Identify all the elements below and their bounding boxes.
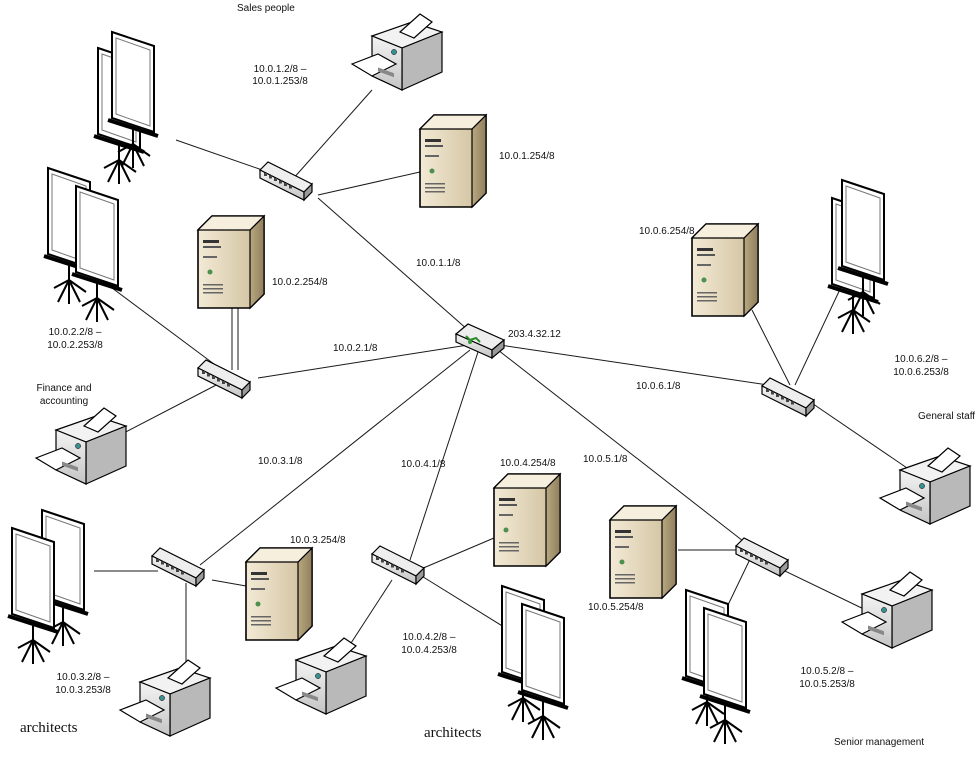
general-group-label: General staff: [918, 411, 976, 422]
architects2-group-label: architects: [424, 725, 482, 741]
sales-range-end: 10.0.1.253/8: [252, 76, 308, 87]
sales-gateway: 10.0.1.1/8: [416, 258, 461, 269]
general-gateway: 10.0.6.1/8: [636, 381, 681, 392]
architects1-group-label: architects: [20, 720, 78, 736]
architects2-server: [493, 473, 561, 567]
architects2-printer: [275, 637, 367, 715]
sales-server-ip: 10.0.1.254/8: [499, 151, 555, 162]
sales-screen-front: [106, 30, 160, 170]
architects1-screen-front: [6, 526, 60, 666]
finance-server: [197, 215, 265, 309]
architects2-range-end: 10.0.4.253/8: [401, 645, 457, 656]
senior-server: [609, 505, 677, 599]
senior-gateway: 10.0.5.1/8: [583, 454, 628, 465]
architects1-range-start: 10.0.3.2/8 –: [56, 672, 110, 683]
architects1-server-ip: 10.0.3.254/8: [290, 535, 346, 546]
senior-group-label: Senior management: [834, 737, 925, 748]
sales-printer: [351, 13, 443, 91]
central-router: [455, 323, 505, 359]
sales-switch: [259, 161, 313, 201]
sales-range-start: 10.0.1.2/8 –: [253, 64, 307, 75]
architects1-printer: [119, 659, 211, 737]
sales-server: [419, 114, 487, 208]
senior-server-ip: 10.0.5.254/8: [588, 602, 644, 613]
general-printer: [879, 447, 971, 525]
senior-switch: [735, 537, 789, 577]
finance-range-end: 10.0.2.253/8: [47, 340, 103, 351]
architects1-server: [245, 547, 313, 641]
finance-server-ip: 10.0.2.254/8: [272, 277, 328, 288]
general-switch: [761, 377, 815, 417]
senior-range-start: 10.0.5.2/8 –: [800, 666, 854, 677]
architects2-range-start: 10.0.4.2/8 –: [402, 632, 456, 643]
general-range-end: 10.0.6.253/8: [893, 367, 949, 378]
sales-group-label: Sales people: [237, 3, 295, 14]
architects2-gateway: 10.0.4.1/8: [401, 459, 446, 470]
architects1-range-end: 10.0.3.253/8: [55, 685, 111, 696]
finance-group-line2: accounting: [39, 396, 89, 407]
finance-range-start: 10.0.2.2/8 –: [48, 327, 102, 338]
finance-printer: [35, 407, 127, 485]
senior-printer: [841, 571, 933, 649]
general-range-start: 10.0.6.2/8 –: [894, 354, 948, 365]
finance-group-line1: Finance and: [36, 383, 92, 394]
general-server: [691, 223, 759, 317]
architects1-gateway: 10.0.3.1/8: [258, 456, 303, 467]
senior-range-end: 10.0.5.253/8: [799, 679, 855, 690]
general-screen-front: [836, 178, 890, 318]
architects1-switch: [151, 547, 205, 587]
architects2-switch: [371, 545, 425, 585]
architects2-screen-front: [516, 602, 570, 742]
connection-lines: [94, 89, 911, 680]
finance-gateway: 10.0.2.1/8: [333, 343, 378, 354]
architects2-server-ip: 10.0.4.254/8: [500, 458, 556, 469]
router-ip-label: 203.4.32.12: [508, 329, 561, 340]
finance-switch: [197, 359, 251, 399]
general-server-ip: 10.0.6.254/8: [639, 226, 695, 237]
